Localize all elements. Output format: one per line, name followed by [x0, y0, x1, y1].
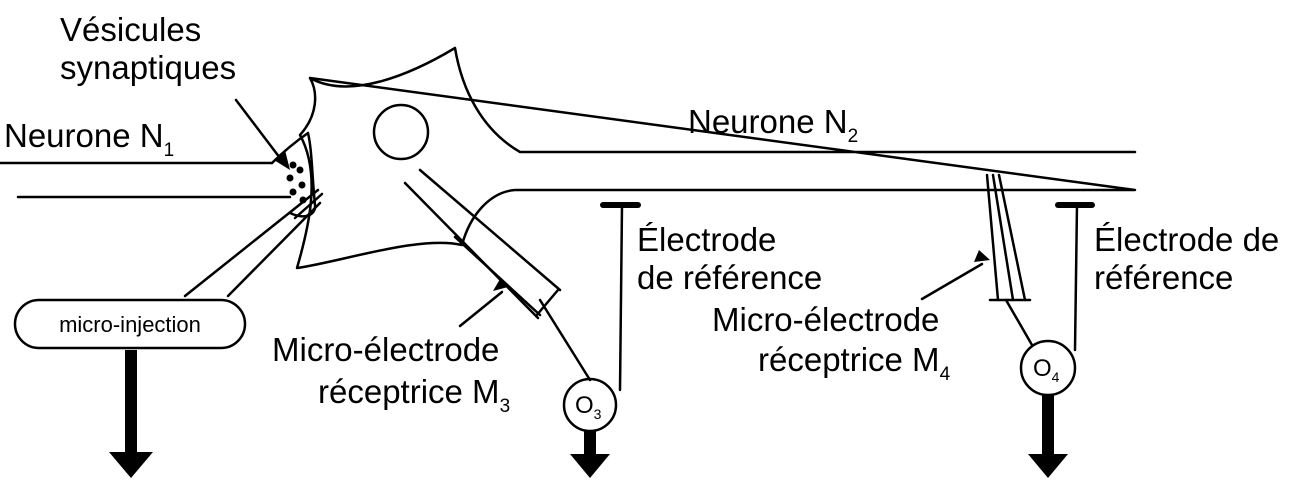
vesicles-label-line2: synaptiques — [60, 49, 237, 86]
ref-electrode-2-line1: Électrode de — [1094, 221, 1280, 258]
m3-label-line2: réceptrice M3 — [318, 373, 511, 418]
m4-wire — [1004, 298, 1034, 347]
m3-electrode-line-c — [453, 235, 542, 317]
vesicles-pointer — [234, 98, 285, 164]
m4-pointer-head — [974, 250, 990, 262]
m4-electrode-line-a — [985, 173, 1000, 302]
ref-electrode-1-wire — [618, 203, 624, 392]
injection-output-arrow-icon — [109, 452, 153, 478]
m3-electrode-line-a — [418, 168, 562, 292]
micro-injection-box — [13, 298, 247, 350]
ref-electrode-2-line2: référence — [1094, 259, 1234, 296]
neuron1-label: Neurone N1 — [4, 117, 175, 162]
o4-output-shaft — [1042, 395, 1054, 455]
o4-output-arrow-icon — [1028, 454, 1068, 478]
m3-wire — [538, 298, 592, 382]
m3-label-text: réceptrice M — [318, 373, 500, 410]
m3-pointer — [458, 290, 504, 328]
synaptic-terminal — [270, 131, 317, 218]
injection-pipette-line-a — [183, 188, 320, 298]
o3-label-sub: 3 — [593, 406, 602, 422]
m4-label-line1: Micro-électrode — [712, 301, 940, 338]
synaptic-vesicles — [286, 161, 307, 204]
neuron1-label-text: Neurone N — [4, 117, 164, 154]
vesicles-pointer-head — [274, 150, 290, 170]
neuron2-label-sub: 2 — [847, 126, 859, 147]
injection-pipette-tick — [293, 192, 324, 220]
m3-label-sub: 3 — [499, 396, 511, 417]
m4-electrode-line-c — [997, 173, 1027, 302]
m3-electrode-cap — [534, 288, 560, 318]
o4-label-text: O — [1033, 355, 1052, 382]
m3-label-line1: Micro-électrode — [272, 331, 500, 368]
vesicles-label-line1: Vésicules — [60, 11, 202, 48]
o3-output-arrow-icon — [570, 454, 610, 478]
m4-pointer — [920, 262, 984, 301]
injection-output-shaft — [125, 350, 137, 455]
o3-label-text: O — [575, 392, 594, 419]
ref-electrode-2-wire — [1073, 203, 1079, 352]
neuron2-cell-body — [295, 46, 1137, 270]
o4-label-sub: 4 — [1051, 369, 1060, 385]
neuron2-label: Neurone N2 — [688, 103, 859, 148]
neuron1-label-sub: 1 — [163, 140, 175, 161]
m4-label-line2: réceptrice M4 — [758, 341, 951, 386]
ref-electrode-1-line1: Électrode — [637, 221, 777, 258]
ref-electrode-1-line2: de référence — [637, 259, 823, 296]
m4-label-sub: 4 — [939, 364, 951, 385]
o4-label: O4 — [1033, 351, 1059, 389]
micro-injection-label: micro-injection — [59, 312, 201, 337]
m4-electrode-line-b — [991, 173, 1015, 302]
m4-label-text: réceptrice M — [758, 341, 940, 378]
nucleus — [372, 103, 430, 161]
m3-pointer-head — [493, 279, 508, 291]
injection-pipette-line-b — [226, 201, 322, 298]
neuron2-label-text: Neurone N — [688, 103, 848, 140]
o3-output-shaft — [584, 431, 596, 456]
o3-label: O3 — [575, 388, 601, 426]
